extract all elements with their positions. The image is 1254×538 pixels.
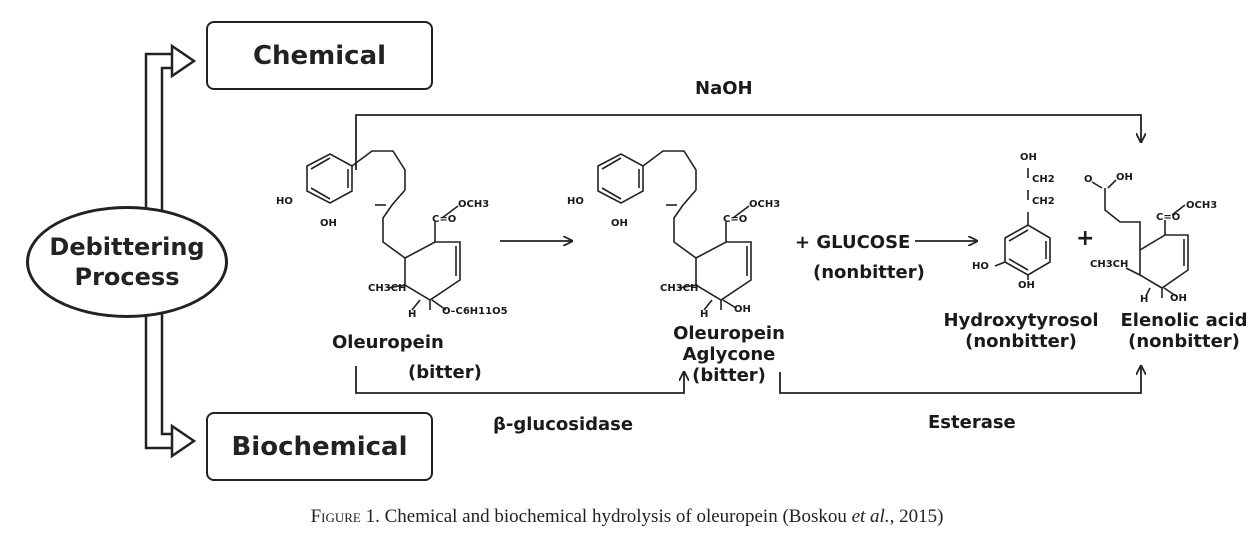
oleuropein-bitter-label: (bitter) (408, 362, 482, 383)
glucose-label: + GLUCOSE (795, 232, 911, 253)
branch-arrow-chemical (144, 43, 197, 210)
process-label-line1: Debittering (49, 233, 205, 261)
chemical-label: Chemical (252, 40, 387, 71)
atom-ho: HO (972, 261, 989, 272)
debittering-process-node: Debittering Process (26, 206, 228, 318)
atom-oh-top: OH (1020, 152, 1037, 163)
esterase-label: Esterase (928, 412, 1016, 433)
atom-o: O (1084, 174, 1093, 185)
caption-text-end: , 2015) (889, 506, 944, 527)
atom-oh: OH (611, 218, 628, 229)
caption-text-main: 1. Chemical and biochemical hydrolysis o… (360, 506, 852, 527)
oleuropein-structure (306, 150, 461, 311)
naoh-bracket-arrow (355, 114, 1141, 170)
hydroxytyrosol-nonbitter-label: (nonbitter) (965, 331, 1077, 352)
atom-och3: OCH3 (458, 199, 490, 210)
elenolic-acid-name: Elenolic acid (1120, 310, 1248, 331)
atom-oh-2: OH (734, 304, 751, 315)
figure-caption: Figure 1. Chemical and biochemical hydro… (0, 506, 1254, 528)
process-label-line2: Process (74, 263, 180, 291)
elenolic-nonbitter-label: (nonbitter) (1128, 331, 1240, 352)
atom-h: H (1140, 294, 1149, 305)
glucosidase-bracket-arrow (355, 366, 684, 394)
glucose-nonbitter-label: (nonbitter) (813, 262, 925, 283)
hydroxytyrosol-label: Hydroxytyrosol (nonbitter) (936, 310, 1106, 352)
hydroxytyrosol-structure (994, 168, 1051, 280)
biochemical-box: Biochemical (206, 412, 433, 481)
atom-ch2-2: CH2 (1032, 196, 1055, 207)
atom-ch3ch: CH3CH (660, 283, 699, 294)
atom-oh-2: OH (1170, 293, 1187, 304)
atom-c-o: C=O (432, 214, 457, 225)
atom-c-o: C=O (1156, 212, 1181, 223)
atom-oh: OH (320, 218, 337, 229)
elenolic-acid-structure (1091, 179, 1189, 298)
aglycone-label-line1: Oleuropein (673, 323, 785, 344)
atom-c-o: C=O (723, 214, 748, 225)
atom-oh: OH (1116, 172, 1133, 183)
atom-o-glc: O–C6H11O5 (442, 306, 508, 317)
atom-och3: OCH3 (1186, 200, 1218, 211)
aglycone-label: Oleuropein Aglycone (bitter) (664, 323, 794, 386)
atom-ch2-1: CH2 (1032, 174, 1055, 185)
atom-oh-bottom: OH (1018, 280, 1035, 291)
plus-sign: + (1076, 226, 1095, 251)
atom-ho: HO (276, 196, 293, 207)
atom-ho: HO (567, 196, 584, 207)
atom-h: H (408, 309, 417, 320)
aglycone-bitter-label: (bitter) (692, 365, 766, 386)
esterase-bracket-arrow (779, 366, 1141, 394)
aglycone-structure (597, 150, 752, 311)
naoh-label: NaOH (695, 78, 753, 99)
atom-ch3ch: CH3CH (1090, 259, 1129, 270)
caption-figure-word: Figure (310, 506, 361, 527)
atom-och3: OCH3 (749, 199, 781, 210)
hydroxytyrosol-name: Hydroxytyrosol (943, 310, 1099, 331)
oleuropein-label: Oleuropein (332, 332, 444, 353)
aglycone-label-line2: Aglycone (682, 344, 776, 365)
branch-arrow-biochemical (144, 312, 197, 459)
caption-et-al: et al. (851, 506, 890, 527)
biochemical-label: Biochemical (231, 431, 408, 462)
glucosidase-label: β-glucosidase (493, 414, 634, 435)
chemical-box: Chemical (206, 21, 433, 90)
atom-ch3ch: CH3CH (368, 283, 407, 294)
elenolic-acid-label: Elenolic acid (nonbitter) (1116, 310, 1252, 352)
atom-h: H (700, 309, 709, 320)
